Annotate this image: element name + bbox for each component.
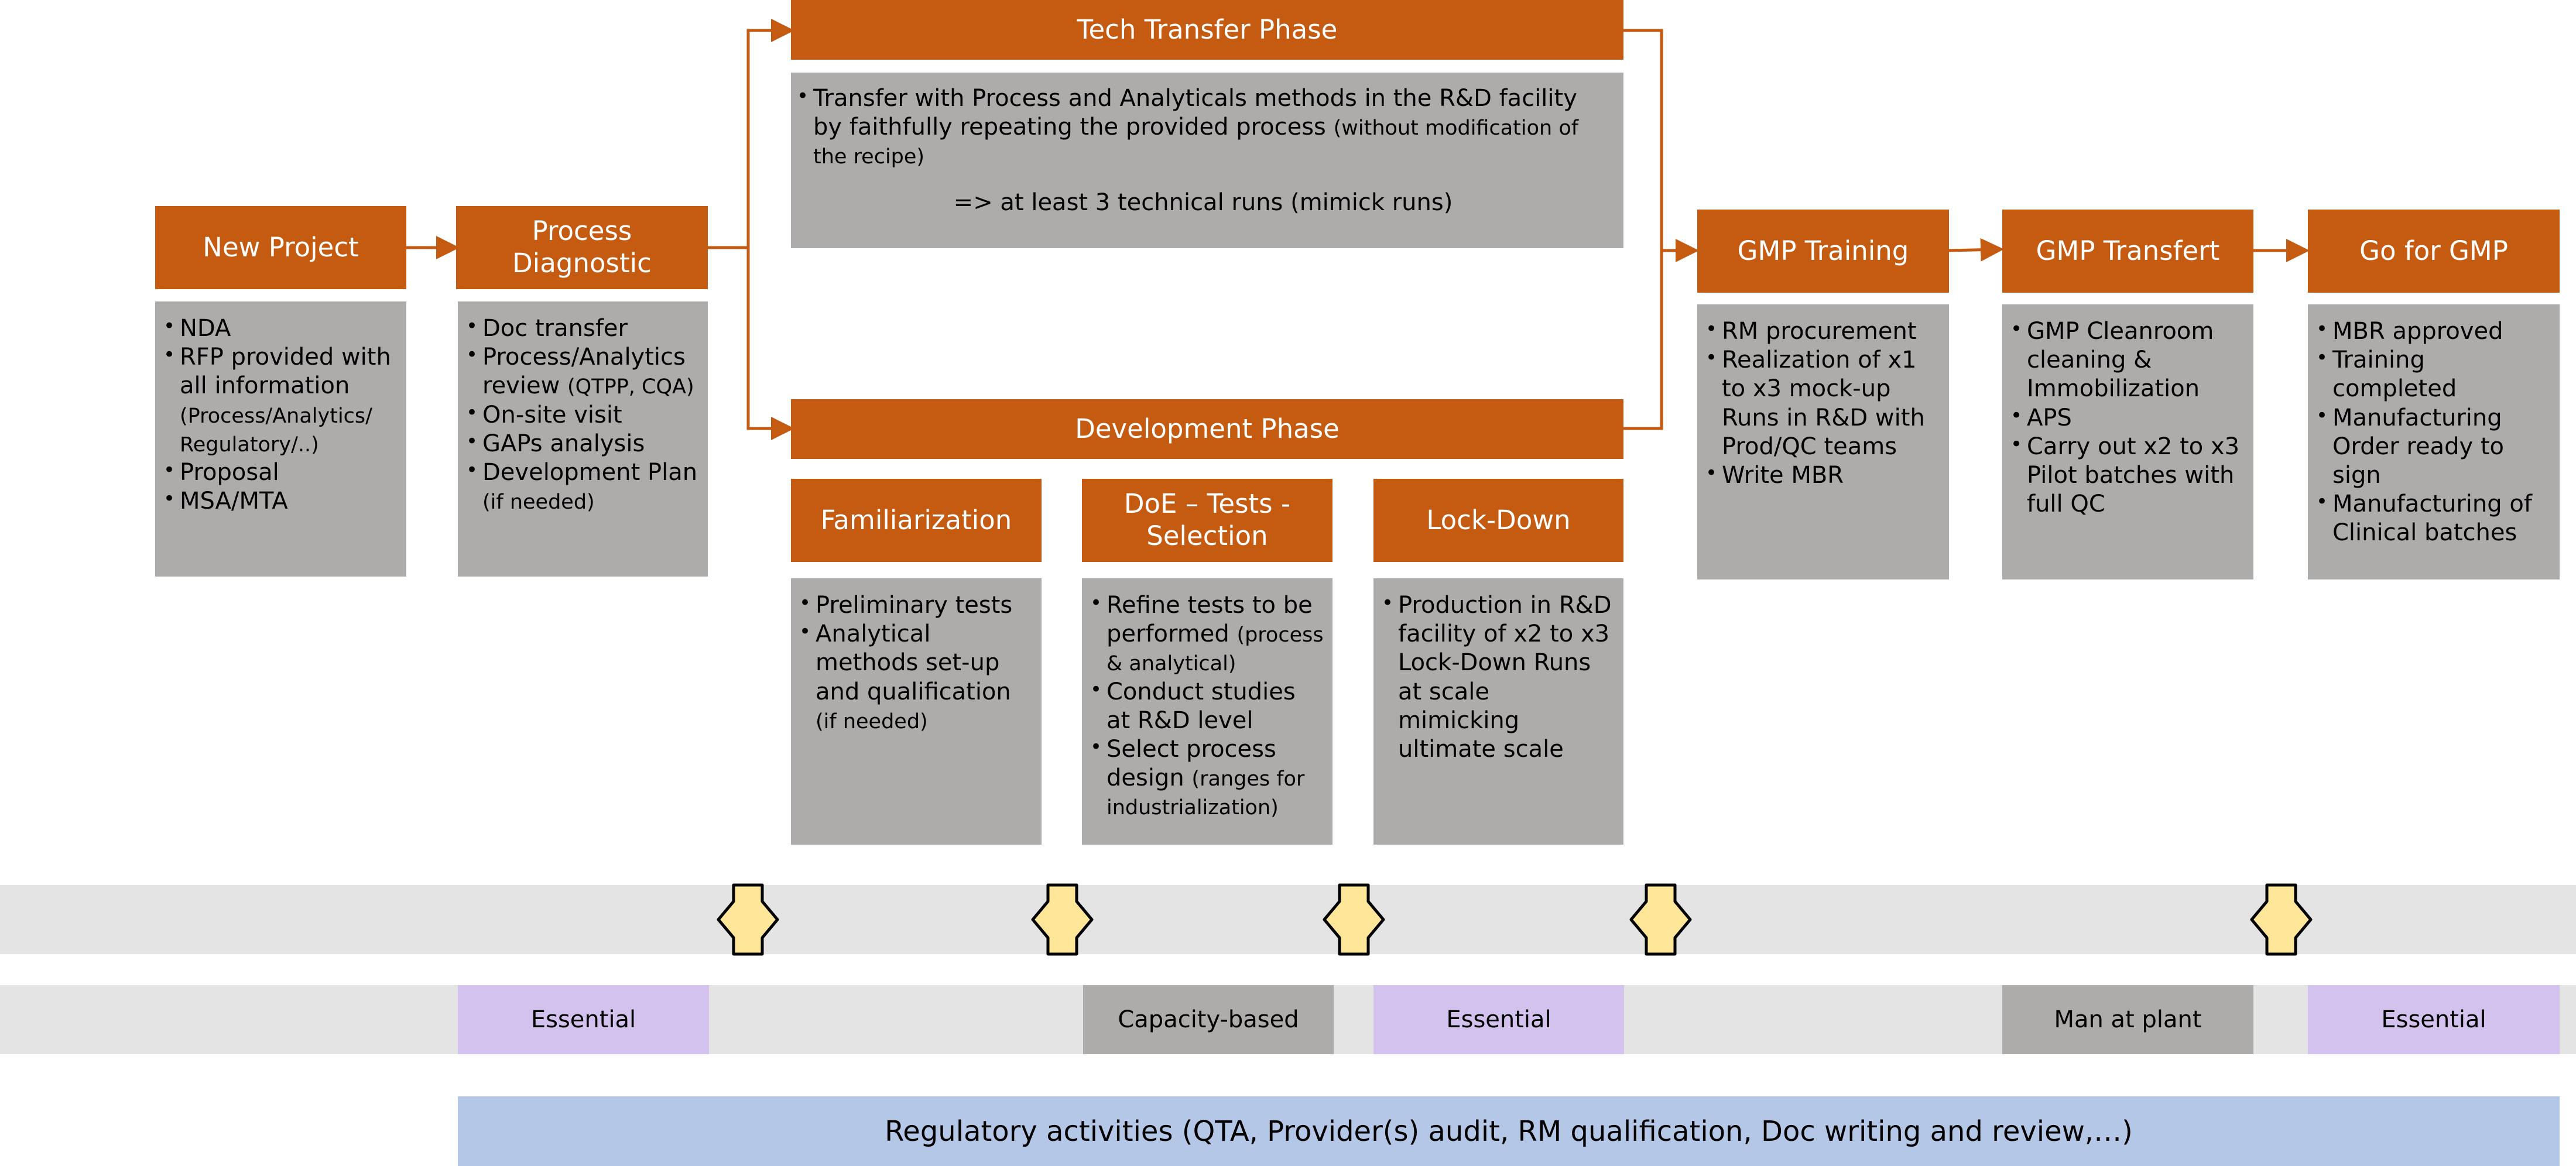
list-item: APS xyxy=(2010,404,2246,433)
list-item: NDA xyxy=(163,314,399,343)
list-item: RFP provided with all information (Proce… xyxy=(163,343,399,458)
new-project-title: New Project xyxy=(155,206,406,289)
list-item: Proposal xyxy=(163,458,399,487)
process-diagnostic-title: Process Diagnostic xyxy=(456,206,708,289)
milestone-band xyxy=(0,885,2576,954)
tech-transfer-title: Tech Transfer Phase xyxy=(791,0,1623,60)
list-item: Doc transfer xyxy=(466,314,701,343)
list-item: RM procurement xyxy=(1705,317,1942,346)
list-item: Carry out x2 to x3 Pilot batches with fu… xyxy=(2010,433,2246,519)
gmp-training-details: RM procurement Realization of x1 to x3 m… xyxy=(1697,304,1949,579)
milestone-marker xyxy=(717,883,779,956)
list-item: GAPs analysis xyxy=(466,430,701,458)
list-item: Conduct studies at R&D level xyxy=(1090,678,1325,735)
tag-process-diagnostic: Essential xyxy=(458,985,709,1054)
go-for-gmp-title: Go for GMP xyxy=(2308,210,2560,293)
list-item: Manufacturing Order ready to sign xyxy=(2316,404,2553,491)
lockdown-title: Lock-Down xyxy=(1373,479,1623,562)
arrow-diagnostic-to-development xyxy=(746,248,794,440)
tag-doe: Capacity-based xyxy=(1083,985,1334,1054)
list-item: Development Plan (if needed) xyxy=(466,458,701,516)
process-diagnostic-details: Doc transfer Process/Analytics review (Q… xyxy=(458,301,708,577)
list-item: Production in R&D facility of x2 to x3 L… xyxy=(1382,591,1616,764)
tag-gmp-transfert: Man at plant xyxy=(2002,985,2253,1054)
list-item: Preliminary tests xyxy=(799,591,1034,620)
gmp-transfert-details: GMP Cleanroom cleaning & Immobilization … xyxy=(2002,304,2253,579)
list-item: Write MBR xyxy=(1705,461,1942,490)
arrow-merge-to-gmp-training xyxy=(1623,29,1693,430)
list-item: Process/Analytics review (QTPP, CQA) xyxy=(466,343,701,400)
tech-transfer-details: Transfer with Process and Analyticals me… xyxy=(791,73,1623,248)
tag-lockdown: Essential xyxy=(1373,985,1624,1054)
tech-transfer-line2: => at least 3 technical runs (mimick run… xyxy=(953,188,1453,216)
go-for-gmp-details: MBR approved Training completed Manufact… xyxy=(2308,304,2560,579)
doe-details: Refine tests to be performed (process & … xyxy=(1082,578,1332,845)
list-item: MBR approved xyxy=(2316,317,2553,346)
list-item: Refine tests to be performed (process & … xyxy=(1090,591,1325,678)
list-item: Realization of x1 to x3 mock-up Runs in … xyxy=(1705,346,1942,461)
familiarization-details: Preliminary tests Analytical methods set… xyxy=(791,578,1042,845)
tech-transfer-line1: Transfer with Process and Analyticals me… xyxy=(797,84,1609,171)
list-item: GMP Cleanroom cleaning & Immobilization xyxy=(2010,317,2246,404)
list-item: MSA/MTA xyxy=(163,487,399,516)
new-project-details: NDA RFP provided with all information (P… xyxy=(155,301,406,577)
tag-go-for-gmp: Essential xyxy=(2308,985,2560,1054)
arrow-diagnostic-split xyxy=(708,19,794,249)
milestone-marker xyxy=(1629,883,1692,956)
familiarization-title: Familiarization xyxy=(791,479,1042,562)
list-item: Training completed xyxy=(2316,346,2553,403)
milestone-marker xyxy=(1031,883,1094,956)
milestone-marker xyxy=(2250,883,2313,956)
milestone-marker xyxy=(1323,883,1385,956)
list-item: Analytical methods set-up and qualificat… xyxy=(799,620,1034,735)
development-title: Development Phase xyxy=(791,399,1623,459)
list-item: Manufacturing of Clinical batches xyxy=(2316,490,2553,547)
gmp-transfert-title: GMP Transfert xyxy=(2002,210,2253,293)
doe-title: DoE – Tests - Selection xyxy=(1082,479,1332,562)
list-item: Select process design (ranges for indust… xyxy=(1090,735,1325,822)
gmp-training-title: GMP Training xyxy=(1697,210,1949,293)
list-item: On-site visit xyxy=(466,401,701,430)
regulatory-activities-bar: Regulatory activities (QTA, Provider(s) … xyxy=(458,1096,2560,1166)
arrow-training-to-transfert xyxy=(1948,238,2004,262)
lockdown-details: Production in R&D facility of x2 to x3 L… xyxy=(1373,578,1623,845)
